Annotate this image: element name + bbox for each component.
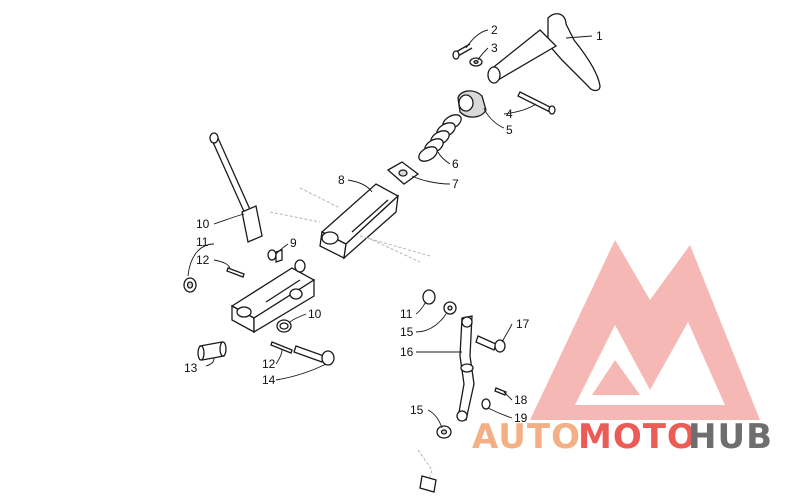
part-10-cable-rod [209, 132, 263, 243]
part-5-housing [457, 90, 487, 118]
callout-15-lower: 15 [410, 403, 424, 417]
callout-labels: 1 2 3 4 5 6 7 8 9 10 10 11 11 12 12 13 1… [184, 23, 603, 425]
callout-13: 13 [184, 361, 198, 375]
callout-10-upper: 10 [196, 217, 210, 231]
part-9-clip [267, 249, 283, 263]
callout-5: 5 [506, 123, 513, 137]
part-18-screw [494, 387, 507, 396]
leader-lines [187, 29, 593, 429]
callout-10-lower: 10 [308, 307, 322, 321]
callout-19: 19 [514, 411, 528, 425]
callout-9: 9 [290, 236, 297, 250]
callout-11-left: 11 [196, 235, 209, 249]
part-19-clip [481, 398, 491, 410]
part-10-ring [276, 319, 292, 333]
callout-3: 3 [491, 41, 498, 55]
part-7-plate [386, 161, 420, 185]
part-8-block [269, 183, 431, 263]
part-6-spring [418, 114, 462, 162]
lower-link-end [417, 449, 437, 493]
callout-12-upper: 12 [196, 253, 210, 267]
lower-block-assembly [230, 259, 316, 334]
callout-18: 18 [514, 393, 528, 407]
callout-12-lower: 12 [262, 357, 276, 371]
callout-15-upper: 15 [400, 325, 414, 339]
callout-16: 16 [400, 345, 414, 359]
callout-4: 4 [506, 107, 513, 121]
callout-11-right: 11 [400, 307, 413, 321]
callout-8: 8 [338, 173, 345, 187]
part-15-washer-lower [436, 425, 452, 439]
part-12-pin-lower [270, 341, 293, 354]
callout-2: 2 [491, 23, 498, 37]
part-13-sleeve [197, 341, 227, 361]
part-16-linkage-arm [456, 315, 475, 422]
callout-7: 7 [452, 177, 459, 191]
watermark-text: AUTO MOTO HUB [472, 417, 773, 457]
part-12-pin-upper [226, 267, 245, 278]
part-14-bolt [293, 345, 335, 366]
part-2-cotter-pin [452, 43, 473, 60]
watermark-auto: AUTO [472, 417, 581, 457]
part-11-bushing-right [422, 289, 436, 305]
part-17-bolt [475, 335, 506, 353]
watermark-moto: MOTO [578, 417, 697, 457]
part-4-pin [517, 91, 556, 115]
watermark-hub: HUB [688, 417, 773, 457]
watermark-logo [530, 240, 760, 420]
callout-14: 14 [262, 373, 276, 387]
callout-17: 17 [516, 317, 530, 331]
part-1-throttle-lever [487, 13, 601, 92]
part-15-washer-upper [443, 301, 457, 315]
callout-6: 6 [452, 157, 459, 171]
callout-1: 1 [596, 29, 603, 43]
part-11-bushing-left [183, 277, 197, 293]
part-3-washer [469, 57, 483, 67]
